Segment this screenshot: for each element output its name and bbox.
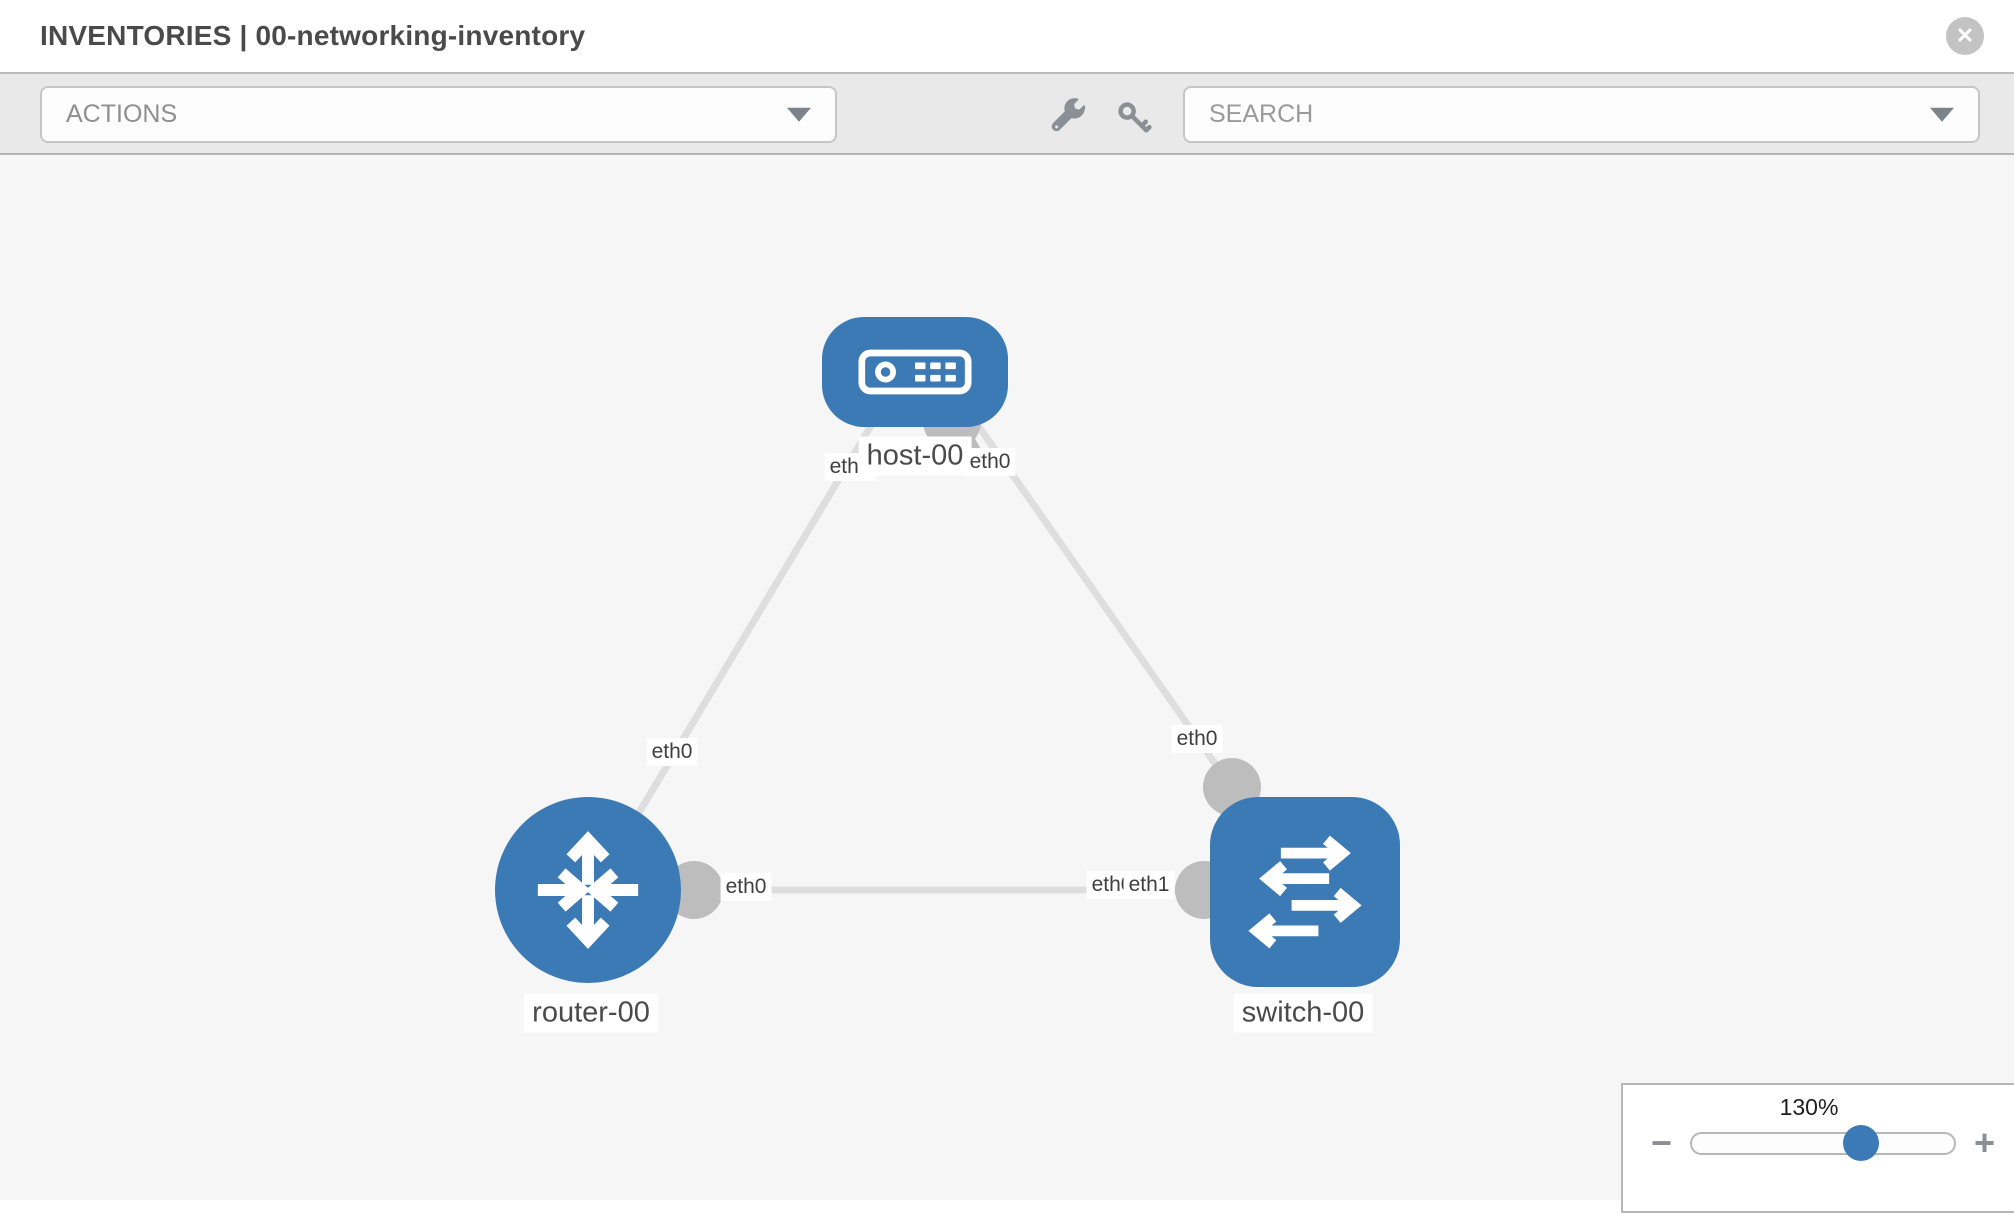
topology-canvas[interactable] <box>0 155 2014 1200</box>
chevron-down-icon <box>1930 107 1954 122</box>
page-title: INVENTORIES | 00-networking-inventory <box>40 20 586 51</box>
link-host-router[interactable] <box>597 422 876 878</box>
iface-label-router-eth0-uplink: eth0 <box>646 738 698 766</box>
actions-dropdown[interactable]: ACTIONS <box>40 86 837 143</box>
wrench-icon <box>1051 98 1086 132</box>
actions-dropdown-label: ACTIONS <box>66 100 178 128</box>
search-dropdown[interactable]: SEARCH <box>1183 86 1980 143</box>
switch-icon <box>1248 835 1362 949</box>
chevron-down-icon <box>787 107 811 122</box>
zoom-out-button[interactable]: − <box>1651 1122 1673 1163</box>
node-label-switch: switch-00 <box>1233 993 1373 1033</box>
node-switch-00[interactable] <box>1210 797 1400 987</box>
search-placeholder: SEARCH <box>1209 100 1314 128</box>
zoom-slider-handle[interactable] <box>1842 1125 1879 1161</box>
toolbar: ACTIONS SEARCH <box>0 72 2014 155</box>
header: INVENTORIES | 00-networking-inventory ✕ <box>0 0 2014 72</box>
configure-button[interactable] <box>1046 96 1090 140</box>
zoom-in-button[interactable]: + <box>1973 1122 1995 1163</box>
node-router-00[interactable] <box>495 797 681 983</box>
zoom-level: 130% <box>1779 1094 1839 1120</box>
zoom-slider[interactable] <box>1690 1125 1956 1161</box>
close-icon: ✕ <box>1955 23 1975 48</box>
node-label-host: host-00 <box>858 436 972 476</box>
zoom-panel: 130% − + <box>1621 1083 2014 1213</box>
key-icon <box>1118 102 1152 133</box>
iface-label-switch-eth0: eth0 <box>1171 725 1223 753</box>
node-label-router: router-00 <box>524 993 658 1033</box>
host-icon <box>858 349 972 395</box>
node-host-00[interactable] <box>822 317 1008 427</box>
credentials-button[interactable] <box>1112 96 1156 140</box>
iface-label-router-eth0: eth0 <box>720 873 772 901</box>
iface-label-switch-eth1: eth1 <box>1123 871 1175 899</box>
iface-label-host-eth0-right: eth0 <box>964 448 1016 476</box>
close-button[interactable]: ✕ <box>1946 17 1984 55</box>
router-icon <box>537 831 639 949</box>
